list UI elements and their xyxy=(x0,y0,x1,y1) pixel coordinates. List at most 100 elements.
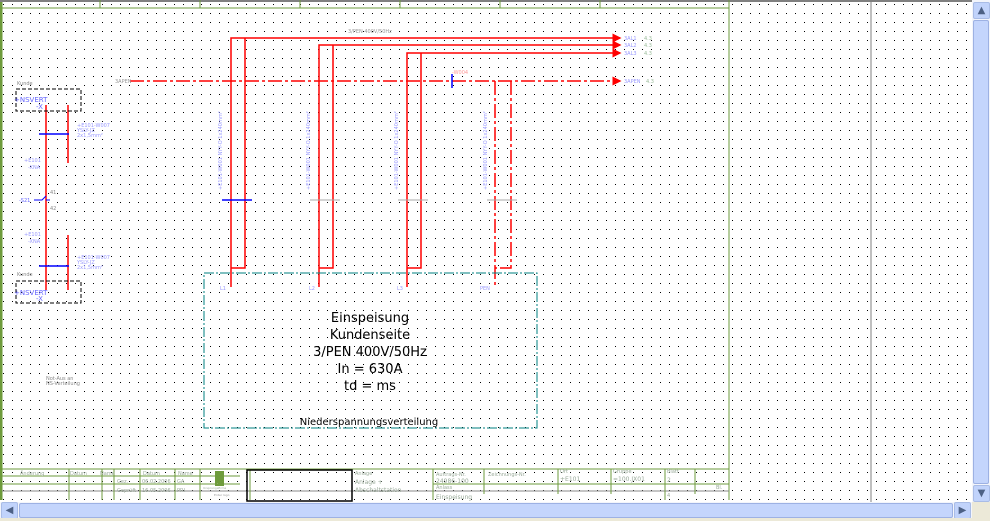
cable-label: +E101-W007 xyxy=(77,255,110,261)
box-line: Kundenseite xyxy=(330,328,410,343)
kunde-label: Kunde xyxy=(17,272,33,278)
target-refs: 3AL1 4.3 3AL2 4.3 3AL3 4.3 3APEN 4.3 xyxy=(624,36,654,85)
logo xyxy=(215,471,224,486)
nsvert-label: +NSVERT xyxy=(14,289,48,297)
tb-label: Anlass xyxy=(436,485,453,491)
pin-label: 42 xyxy=(50,206,56,212)
kunde-label: Kunde xyxy=(17,81,33,87)
cable-label: +E101-W001 NYY-O 1x240mm² xyxy=(483,111,489,190)
tb-cell: PRI xyxy=(177,488,185,494)
terminal-box-bottom xyxy=(15,280,82,304)
tb-label: Blatt xyxy=(667,469,679,475)
vertical-scroll-thumb[interactable] xyxy=(973,20,989,484)
chevron-up-icon: ▲ xyxy=(977,5,986,16)
tb-project: Abschaltstation xyxy=(355,487,402,494)
scroll-right-button[interactable]: ▶ xyxy=(954,502,971,519)
terminal-label: L3 xyxy=(397,286,403,292)
w004-label: -W004 xyxy=(452,70,468,76)
chevron-left-icon: ◀ xyxy=(5,505,14,516)
horizontal-scroll-thumb[interactable] xyxy=(19,503,953,518)
vertical-scrollbar[interactable]: ▲ ▼ xyxy=(972,0,990,502)
note-label: NS-Verteilung xyxy=(46,381,80,387)
title-block xyxy=(2,468,729,502)
target-ref[interactable]: 4.3 xyxy=(644,51,652,57)
chevron-down-icon: ▼ xyxy=(977,488,986,499)
drawing-canvas[interactable]: 3/PEN 400V/50Hz 3APEN -W004 3AL1 4.3 3AL… xyxy=(0,0,972,502)
cable-label: +E101-W007 xyxy=(77,123,110,129)
cable-label: YSLY-JZ xyxy=(76,128,95,134)
xna-label: +E101 xyxy=(24,232,41,238)
tb-value: 4 xyxy=(667,493,670,499)
switch-icon xyxy=(34,195,50,201)
tb-cell: GA xyxy=(177,479,185,485)
xna-label: -XNA xyxy=(28,165,41,171)
switch-label: -S21 xyxy=(19,198,30,204)
sheet-frame xyxy=(0,0,972,502)
cable-label: +E101-W001 NYY-O 1x240mm² xyxy=(394,111,400,190)
box-line: 3/PEN 400V/50Hz xyxy=(313,345,427,360)
cable-label: +E101-W001 NYY-O 1x240mm² xyxy=(218,111,224,190)
terminal-label: PEN xyxy=(480,286,490,292)
horizontal-scrollbar[interactable]: ◀ ▶ xyxy=(0,502,972,519)
xna-label: +E101 xyxy=(24,158,41,164)
tb-company: Ursprungsfirma xyxy=(203,486,226,490)
tb-header: Name xyxy=(178,471,193,477)
grid xyxy=(0,0,972,502)
target-ref[interactable]: 4.3 xyxy=(644,36,652,42)
x-label: -X xyxy=(36,295,43,303)
box-line: Einspeisung xyxy=(331,311,409,326)
tb-label: Zeichnungs-Nr. xyxy=(488,472,526,478)
tb-cell: Gez. xyxy=(117,479,129,485)
window-bottom-edge xyxy=(0,518,990,521)
tb-cell: 16.05.2006 xyxy=(142,488,171,494)
target-label[interactable]: 3AL2 xyxy=(624,43,637,49)
tb-value: 2 xyxy=(667,477,671,484)
terminal-box-top xyxy=(15,88,82,112)
wires xyxy=(45,33,622,290)
distribution-box[interactable]: L1 L2 L3 PEN Einspeisung Kundenseite 3/P… xyxy=(203,272,538,429)
target-label[interactable]: 3AL1 xyxy=(624,36,637,42)
cable-label: 2x1,5mm² xyxy=(77,133,103,139)
tb-cell: 06.02.2006 xyxy=(142,479,171,485)
target-ref[interactable]: 4.3 xyxy=(644,43,652,49)
box-footer: Niederspannungsverteilung xyxy=(300,417,438,428)
pin-label: 41 xyxy=(50,190,56,196)
tb-value: Einspeisung xyxy=(436,494,472,501)
target-label[interactable]: 3AL3 xyxy=(624,51,637,57)
left-circuit: Kunde +NSVERT -X +E101-W007 YSLY-JZ 2x1,… xyxy=(14,81,110,387)
tb-value: +E101 xyxy=(560,476,580,483)
xna-label: -XNA xyxy=(28,239,41,245)
note-label: Not-Aus an xyxy=(46,376,73,382)
tb-label: Gruppe xyxy=(613,469,632,475)
tb-header: Datum xyxy=(143,471,160,477)
tb-header: Datum xyxy=(70,471,87,477)
tb-value: 24986-100 xyxy=(436,478,469,485)
terminal-label: L1 xyxy=(220,286,226,292)
target-label[interactable]: 3APEN xyxy=(624,79,641,85)
tb-logo-text: KI xyxy=(217,483,219,485)
scroll-left-button[interactable]: ◀ xyxy=(1,502,18,519)
tb-project: Anlage xyxy=(355,471,372,477)
tb-cell: Geprüft xyxy=(117,488,136,494)
scroll-up-button[interactable]: ▲ xyxy=(973,2,990,19)
x-label: -X xyxy=(36,103,43,111)
target-ref[interactable]: 4.3 xyxy=(646,79,654,85)
scrollbar-corner xyxy=(972,502,990,521)
box-line: In = 630A xyxy=(338,362,403,377)
cable-label: +E101-W001 NYY-O 1x240mm² xyxy=(306,111,312,190)
supply-label: 3/PEN 400V/50Hz xyxy=(348,29,392,35)
tb-label: Ort xyxy=(560,469,568,475)
tb-label: Bl. xyxy=(716,485,723,491)
cable-label: 2x1,5mm² xyxy=(77,265,103,271)
tb-header: Änderung xyxy=(20,470,44,477)
terminal-label: L2 xyxy=(309,286,315,292)
tb-project: Anlage + xyxy=(355,479,383,486)
box-line: td = ms xyxy=(344,379,396,394)
tb-header: Name xyxy=(100,471,115,477)
cable-label: YSLY-JZ xyxy=(76,260,95,266)
cable-labels: +E101-W001 NYY-O 1x240mm² +E101-W001 NYY… xyxy=(218,111,489,190)
nsvert-label: +NSVERT xyxy=(14,96,48,104)
tb-label: Auftrags-Nr. xyxy=(436,472,466,478)
tb-logo-caption: Enter logo xyxy=(214,493,230,497)
scroll-down-button[interactable]: ▼ xyxy=(973,485,990,502)
